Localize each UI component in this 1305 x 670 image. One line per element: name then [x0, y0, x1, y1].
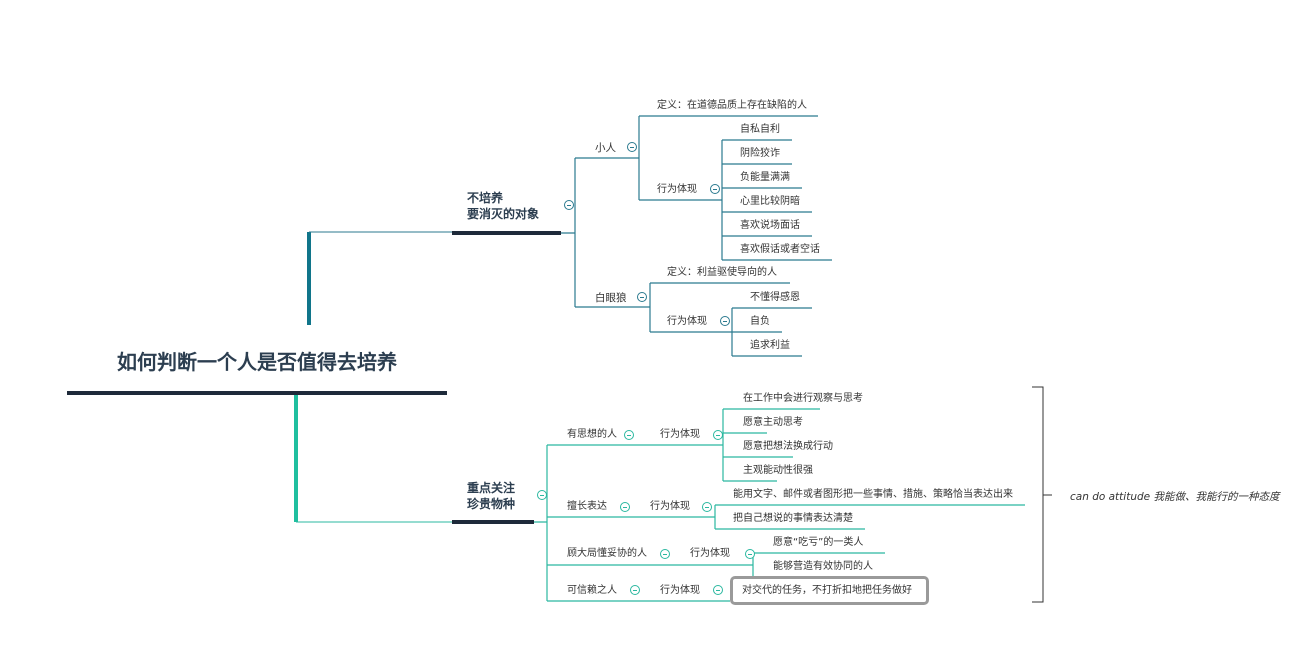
node-thinker[interactable]: 有思想的人 [567, 429, 617, 440]
collapse-icon[interactable] [713, 430, 723, 440]
leaf-node[interactable]: 不懂得感恩 [750, 292, 800, 303]
summary-note[interactable]: can do attitude 我能做、我能行的一种态度 [1070, 491, 1280, 503]
leaf-node[interactable]: 自负 [750, 316, 770, 327]
node-behavior[interactable]: 行为体现 [660, 429, 700, 440]
node-behavior[interactable]: 行为体现 [667, 316, 707, 327]
node-expresser[interactable]: 擅长表达 [567, 501, 607, 512]
topic-not-cultivate[interactable]: 不培养要消灭的对象 [467, 190, 539, 222]
collapse-icon[interactable] [702, 502, 712, 512]
leaf-node[interactable]: 负能量满满 [740, 172, 790, 183]
leaf-node[interactable]: 追求利益 [750, 340, 790, 351]
collapse-icon[interactable] [564, 200, 574, 210]
leaf-node[interactable]: 愿意主动思考 [743, 417, 803, 428]
node-team-player[interactable]: 顾大局懂妥协的人 [567, 548, 647, 559]
leaf-node[interactable]: 自私自利 [740, 124, 780, 135]
topic-focus[interactable]: 重点关注珍贵物种 [467, 480, 515, 512]
collapse-icon[interactable] [710, 184, 720, 194]
collapse-icon[interactable] [627, 142, 637, 152]
leaf-node[interactable]: 喜欢说场面话 [740, 220, 800, 231]
topic-line2: 要消灭的对象 [467, 207, 540, 221]
node-behavior[interactable]: 行为体现 [690, 548, 730, 559]
collapse-icon[interactable] [745, 549, 755, 559]
collapse-icon[interactable] [713, 585, 723, 595]
node-baiyanlang[interactable]: 白眼狼 [595, 292, 627, 304]
leaf-node[interactable]: 能够营造有效协同的人 [773, 561, 873, 572]
node-behavior[interactable]: 行为体现 [660, 585, 700, 596]
node-behavior[interactable]: 行为体现 [657, 184, 697, 195]
root-topic[interactable]: 如何判断一个人是否值得去培养 [117, 350, 397, 374]
leaf-node[interactable]: 心里比较阴暗 [740, 196, 800, 207]
selected-node-highlight[interactable] [730, 576, 929, 605]
topic-line2: 珍贵物种 [467, 497, 516, 511]
leaf-node[interactable]: 愿意把想法换成行动 [743, 441, 833, 452]
collapse-icon[interactable] [537, 490, 547, 500]
collapse-icon[interactable] [620, 502, 630, 512]
leaf-node[interactable]: 阴险狡诈 [740, 148, 780, 159]
node-definition[interactable]: 定义：利益驱使导向的人 [667, 267, 777, 278]
node-behavior[interactable]: 行为体现 [650, 501, 690, 512]
collapse-icon[interactable] [630, 585, 640, 595]
collapse-icon[interactable] [624, 430, 634, 440]
leaf-node[interactable]: 把自己想说的事情表达清楚 [733, 513, 853, 524]
leaf-node[interactable]: 在工作中会进行观察与思考 [743, 393, 863, 404]
leaf-node[interactable]: 主观能动性很强 [743, 465, 813, 476]
topic-line1: 不培养 [467, 191, 504, 205]
collapse-icon[interactable] [637, 292, 647, 302]
leaf-node[interactable]: 愿意“吃亏”的一类人 [773, 537, 864, 548]
node-definition[interactable]: 定义：在道德品质上存在缺陷的人 [657, 100, 807, 111]
leaf-node-selected[interactable]: 对交代的任务，不打折扣地把任务做好 [742, 585, 912, 596]
leaf-node[interactable]: 能用文字、邮件或者图形把一些事情、措施、策略恰当表达出来 [733, 489, 1013, 500]
leaf-node[interactable]: 喜欢假话或者空话 [740, 244, 820, 255]
collapse-icon[interactable] [720, 316, 730, 326]
node-xiaoren[interactable]: 小人 [595, 142, 616, 154]
collapse-icon[interactable] [660, 549, 670, 559]
node-trustworthy[interactable]: 可信赖之人 [567, 585, 617, 596]
topic-line1: 重点关注 [467, 481, 516, 495]
